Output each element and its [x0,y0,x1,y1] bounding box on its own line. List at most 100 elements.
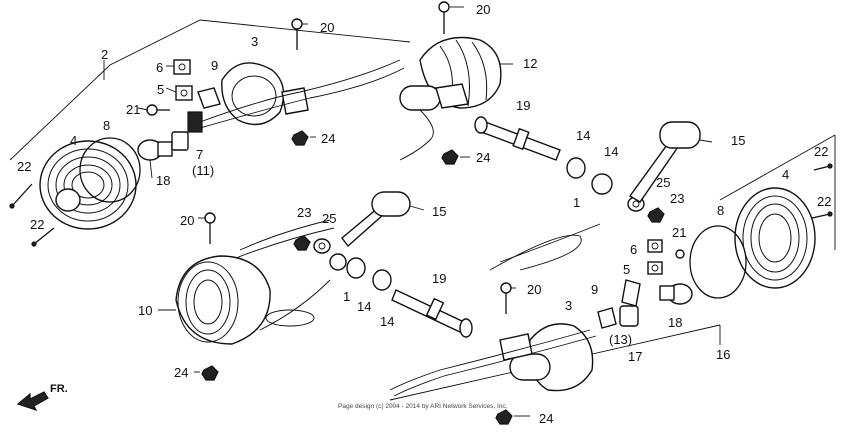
arm-15-top [628,121,701,203]
bushing-14-top-a [566,157,586,179]
part-label-p24b: 24 [476,150,490,165]
part-label-p24c: 24 [174,365,188,380]
part-label-p20a: 20 [320,20,334,35]
nut-23-top [647,207,665,223]
part-label-p20b: 20 [476,2,490,17]
screw-21-left [146,104,170,116]
part-label-p6b: 6 [630,242,637,257]
part-label-p18a: 18 [156,173,170,188]
part-label-p22c: 22 [814,144,828,159]
part-label-p24a: 24 [321,131,335,146]
bolt-20-b [438,1,450,34]
part-label-p19a: 19 [516,98,530,113]
direction-label: FR. [50,383,68,395]
nut-plate-6-right [647,239,663,253]
part-label-p17: 17 [628,349,642,364]
part-labels: 1234567(11)8910121414141415151617(13)181… [17,2,831,426]
part-label-p14d: 14 [380,314,394,329]
part-label-p10: 10 [138,303,152,318]
part-label-p13: (13) [609,332,632,347]
copyright-footer: Page design (c) 2004 - 2014 by ARI Netwo… [338,403,508,410]
screw-22-a [9,183,33,209]
gasket-8-right [689,225,747,299]
bolt-20-c [204,212,216,244]
gasket-8-left [79,137,141,203]
nut-23-left [293,235,311,251]
part-label-p23a: 23 [297,205,311,220]
stem-19-top [474,116,561,161]
lens-4-right [734,187,816,289]
lens-4-left [39,140,137,230]
part-label-p15b: 15 [432,204,446,219]
screw-21-right [675,249,685,259]
part-label-p1b: 1 [573,195,580,210]
nut-24-c [201,365,219,381]
stem-19-left [391,289,473,338]
part-label-p9b: 9 [591,282,598,297]
part-label-p22d: 22 [817,194,831,209]
housing-3-right [499,323,594,392]
part-label-p16: 16 [716,347,730,362]
socket-17-right [619,279,641,327]
part-label-p2: 2 [101,47,108,62]
part-label-p14b: 14 [604,144,618,159]
nut-24-a [291,130,309,146]
bulb-18-left [137,139,173,161]
screw-22-d [811,211,833,219]
part-label-p1: 1 [343,289,350,304]
bushing-14-left-a [346,257,366,279]
part-label-p3: 3 [251,34,258,49]
part-label-p14a: 14 [576,128,590,143]
part-label-p25a: 25 [322,211,336,226]
signal-12-top [399,36,502,111]
part-label-p18b: 18 [668,315,682,330]
washer-25-left [313,238,331,254]
wire-left-lower [235,219,335,331]
part-label-p3b: 3 [565,298,572,313]
part-label-p12: 12 [523,56,537,71]
nut-24-b [441,149,459,165]
part-label-p22b: 22 [30,217,44,232]
part-label-p8: 8 [103,118,110,133]
bracket-9-left [197,87,221,109]
bolt-20-d [500,282,512,314]
bushing-14-left-b [372,269,392,291]
screw-22-c [813,163,833,171]
part-label-p19b: 19 [432,271,446,286]
nut-plate-6-left [173,59,191,75]
assembly-outline-left [9,19,411,161]
part-label-p24d: 24 [539,411,553,426]
part-label-p5: 5 [157,82,164,97]
signal-10-left [175,255,271,345]
part-label-p23b: 23 [670,191,684,206]
part-label-p15a: 15 [731,133,745,148]
part-label-p9: 9 [211,58,218,73]
part-label-p21b: 21 [672,225,686,240]
arm-15-left [341,191,411,248]
part-label-p21a: 21 [126,102,140,117]
bolt-20-a [291,18,303,50]
leader-lines [137,6,713,417]
part-label-p8b: 8 [717,203,724,218]
washer-1-left [329,253,347,271]
socket-7-left [171,111,203,151]
part-label-p4b: 4 [782,167,789,182]
wire-right-lower [389,329,597,397]
wire-center [399,109,601,271]
bracket-9-right [597,307,617,329]
part-label-p11: (11) [192,163,214,178]
front-direction-arrow: FR. [16,383,68,412]
nut-plate-5-right [647,261,663,275]
part-label-p7: 7 [196,147,203,162]
wire-left-upper [199,59,405,129]
part-label-p4: 4 [70,133,77,148]
part-label-p20d: 20 [527,282,541,297]
part-label-p6: 6 [156,60,163,75]
part-label-p20c: 20 [180,213,194,228]
part-label-p25b: 25 [656,175,670,190]
bushing-14-top-b [591,173,613,195]
nut-24-d [495,409,513,425]
nut-plate-5-left [175,85,193,101]
part-label-p22a: 22 [17,159,31,174]
